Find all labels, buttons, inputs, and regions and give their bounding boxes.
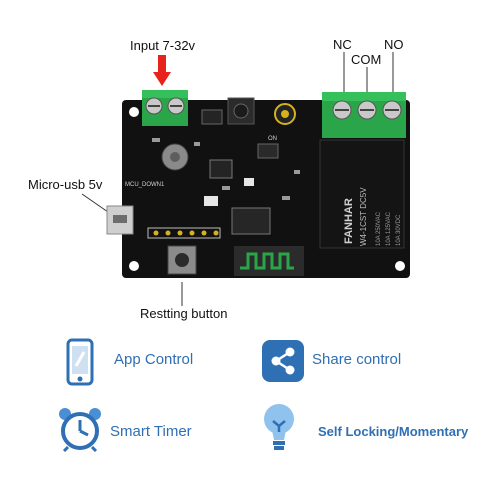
micro-usb-port <box>106 205 134 235</box>
input-voltage-label: Input 7-32v <box>130 38 196 53</box>
pcb-text-1: MCU_DOWN1 <box>125 182 165 188</box>
feature-smart-timer-label: Smart Timer <box>110 423 192 440</box>
relay-brand-text: FANHAR <box>343 198 355 244</box>
no-label: NO <box>384 37 404 52</box>
feature-self-locking-label: Self Locking/Momentary <box>318 424 469 439</box>
micro-usb-label: Micro-usb 5v <box>28 177 103 192</box>
pcb-text-2: ON <box>268 136 277 142</box>
mcu-chip <box>231 207 271 235</box>
feature-app-control-label: App Control <box>114 351 194 368</box>
ic-chip <box>201 109 223 125</box>
feature-share-control-label: Share control <box>312 351 402 368</box>
input-terminal <box>142 90 188 126</box>
alarm-clock-icon <box>59 408 101 452</box>
relay-terminal <box>322 92 406 138</box>
nc-label: NC <box>333 37 352 52</box>
relay-rating-3-text: 10A 30VDC <box>396 214 402 246</box>
share-icon <box>262 340 304 382</box>
small-chip <box>257 143 279 159</box>
relay-board-image: FANHAR W4-1CST DC5V 10A 250VAC 10A 125VA… <box>81 52 410 306</box>
header-pins <box>147 227 221 239</box>
relay-model-text: W4-1CST DC5V <box>359 187 368 246</box>
phone-icon <box>66 338 94 386</box>
relay-component: FANHAR W4-1CST DC5V 10A 250VAC 10A 125VA… <box>319 139 405 249</box>
lightbulb-icon <box>264 404 294 450</box>
reset-button-label: Restting button <box>140 306 228 321</box>
ic-chip-2 <box>209 159 233 179</box>
wifi-antenna <box>234 246 304 276</box>
relay-rating-1-text: 10A 250VAC <box>376 211 382 246</box>
input-arrow-icon <box>153 55 171 86</box>
reset-button <box>167 245 197 275</box>
relay-rating-2-text: 10A 125VAC <box>386 211 392 246</box>
com-label: COM <box>351 52 382 67</box>
